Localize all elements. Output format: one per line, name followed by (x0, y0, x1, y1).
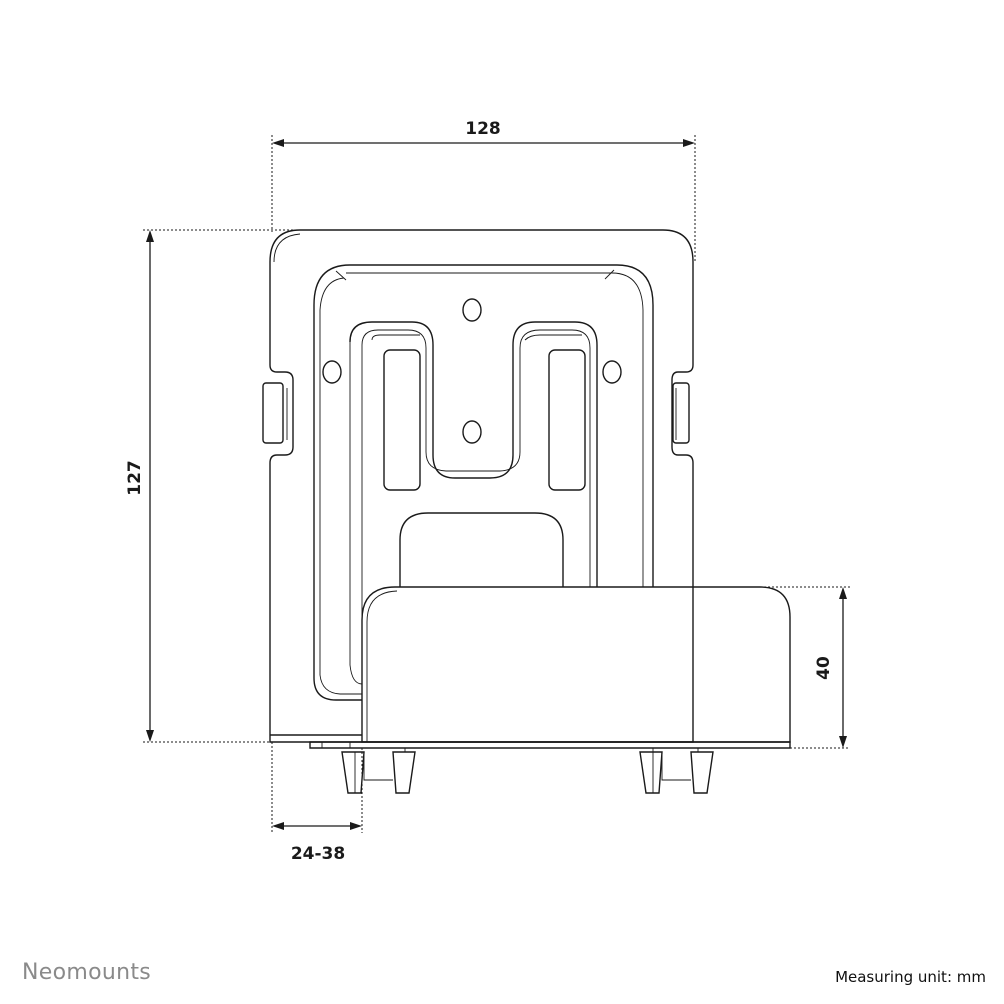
dimension-width: 128 (271, 119, 696, 262)
back-plate (262, 229, 694, 743)
inner-frame (313, 264, 654, 701)
left-slot (383, 349, 421, 491)
mounting-hole (462, 298, 482, 322)
mounting-hole (462, 420, 482, 444)
dimension-depth: 24-38 (271, 742, 363, 864)
mounting-hole (602, 360, 622, 384)
height-label: 127 (125, 460, 145, 496)
dimension-tray-height: 40 (760, 586, 850, 749)
brand-logo: Neomounts (22, 960, 152, 985)
width-label: 128 (465, 119, 501, 139)
foot-right (639, 748, 714, 794)
right-slot (548, 349, 586, 491)
measuring-unit-note: Measuring unit: mm (835, 968, 986, 986)
mounting-hole (322, 360, 342, 384)
tray-height-label: 40 (814, 656, 834, 680)
front-tray (270, 586, 791, 749)
right-tab (672, 382, 690, 444)
left-tab (262, 382, 284, 444)
dimension-height: 127 (125, 229, 300, 743)
foot-left (341, 748, 416, 794)
depth-label: 24-38 (291, 844, 345, 864)
